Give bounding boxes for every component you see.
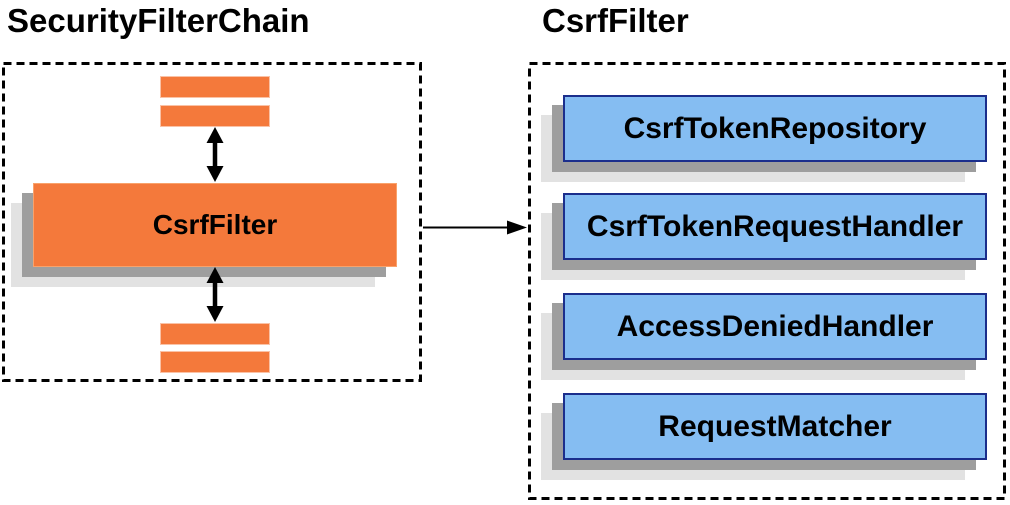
filter-chain-flow-arrow-top [202,126,228,183]
dashed-border-icon [2,62,422,382]
dashed-border-icon [528,62,1006,500]
component-box-access-denied-handler: AccessDeniedHandler [563,293,987,360]
component-box-request-matcher: RequestMatcher [563,393,987,460]
security-filter-chain-panel [2,62,422,382]
right-arrow-icon [423,220,527,235]
component-label: RequestMatcher [658,409,892,443]
filter-placeholder-bar [160,351,270,373]
csrf-filter-to-detail-arrow [423,219,527,236]
component-label: CsrfTokenRepository [623,111,927,145]
csrf-filter-box-label: CsrfFilter [152,209,278,240]
filter-placeholder-bar [160,76,270,98]
component-box-csrf-token-request-handler: CsrfTokenRequestHandler [563,193,987,260]
component-label: AccessDeniedHandler [616,309,934,343]
component-box-csrf-token-repository: CsrfTokenRepository [563,95,987,162]
csrf-filter-panel [528,62,1006,500]
double-headed-arrow-icon [206,267,224,322]
filter-chain-flow-arrow-bottom [202,266,228,323]
double-headed-arrow-icon [206,127,224,182]
filter-placeholder-bar [160,105,270,127]
security-filter-chain-title: SecurityFilterChain [7,2,310,39]
csrf-filter-box: CsrfFilter [33,183,397,267]
csrf-filter-title: CsrfFilter [542,2,689,39]
component-label: CsrfTokenRequestHandler [586,209,964,243]
filter-placeholder-bar [160,323,270,345]
